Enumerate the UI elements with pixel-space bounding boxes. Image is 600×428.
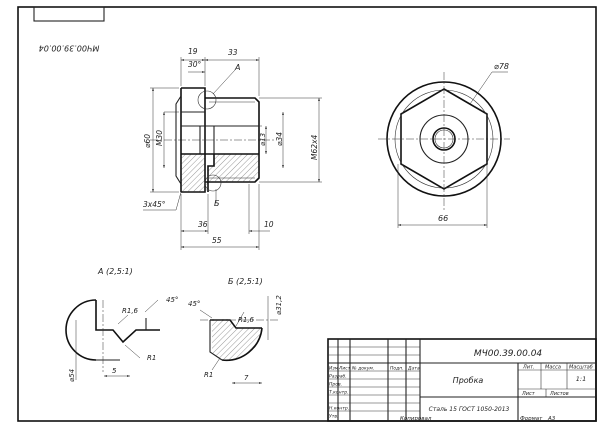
- tb-col-list: Лист: [338, 366, 351, 372]
- detail-a-view: А (2,5:1) R1,6 45° R1 ⌀54 5: [65, 267, 178, 382]
- dim-30deg: 30°: [188, 60, 202, 69]
- dim-10: 10: [264, 220, 274, 229]
- detail-b-d7: 7: [244, 374, 249, 382]
- dim-55: 55: [212, 236, 222, 245]
- view-b-label: Б: [214, 199, 220, 208]
- detail-b-view: Б (2,5:1) 45° R1,6 ⌀31,2 R1 7: [188, 277, 283, 384]
- detail-a-d54: ⌀54: [68, 369, 76, 382]
- detail-b-45deg: 45°: [188, 300, 200, 308]
- tb-col-doc: № докум.: [351, 366, 374, 372]
- front-hex-view: ⌀78 66: [378, 62, 510, 228]
- dim-m62x4: М62x4: [310, 135, 319, 160]
- tb-lit-label: Лит.: [522, 365, 535, 371]
- tb-row-tkontr: Т.контр.: [329, 390, 349, 396]
- view-a-label: А: [234, 63, 240, 72]
- dim-d60: ⌀60: [143, 134, 152, 148]
- tb-row-razrab: Разраб.: [329, 374, 347, 380]
- tb-sheets-label: Листов: [549, 391, 569, 397]
- tb-row-nkontr: Н.контр.: [329, 406, 349, 412]
- tb-scale-label: Масштаб: [569, 365, 593, 371]
- tb-scale-value: 1:1: [576, 375, 586, 383]
- detail-a-45deg: 45°: [166, 296, 178, 304]
- designation-rotated: МЧ00.39.00.04: [39, 44, 100, 53]
- dim-d34: ⌀34: [275, 132, 284, 146]
- detail-a-title: А (2,5:1): [97, 267, 133, 276]
- format-label: Формат: [520, 416, 543, 422]
- dim-19: 19: [188, 47, 198, 56]
- detail-b-r1: R1: [204, 371, 213, 379]
- tb-col-date: Дата: [407, 366, 420, 372]
- tb-mass-label: Масса: [545, 365, 561, 371]
- detail-b-title: Б (2,5:1): [228, 277, 263, 286]
- tb-row-prov: Пров.: [329, 382, 342, 388]
- dim-d13: ⌀13: [259, 133, 267, 146]
- tb-row-utv: Утв.: [329, 414, 338, 420]
- detail-a-r16: R1,6: [122, 307, 139, 315]
- main-section-view: А Б 19 33 30° ⌀60 М30 ⌀13 ⌀34 М62x4: [143, 47, 322, 250]
- tb-col-izm: Изм: [329, 366, 339, 372]
- tb-col-sign: Подп.: [390, 366, 404, 372]
- dim-m30: М30: [155, 130, 164, 146]
- dim-d78: ⌀78: [494, 62, 509, 71]
- drawing-frame: [17, 6, 597, 422]
- detail-b-r16: R1,6: [238, 316, 255, 324]
- dim-chamfer: 3x45°: [143, 200, 166, 209]
- tb-sheet-label: Лист: [521, 391, 536, 397]
- dim-33: 33: [228, 48, 238, 57]
- designation-box-topleft: [33, 6, 105, 22]
- tb-designation: МЧ00.39.00.04: [474, 349, 543, 359]
- detail-a-d5: 5: [112, 367, 117, 375]
- title-block: МЧ00.39.00.04 Изм Лист № докум. Подп. Да…: [327, 338, 597, 422]
- detail-b-d312: ⌀31,2: [275, 295, 283, 315]
- format-value: А3: [547, 416, 556, 422]
- tb-material: Сталь 15 ГОСТ 1050-2013: [429, 406, 510, 413]
- copied-label: Копировал: [400, 416, 432, 422]
- dim-36: 36: [198, 220, 208, 229]
- tb-part-name: Пробка: [453, 376, 484, 385]
- detail-a-r1: R1: [147, 354, 156, 362]
- dim-66: 66: [438, 214, 448, 223]
